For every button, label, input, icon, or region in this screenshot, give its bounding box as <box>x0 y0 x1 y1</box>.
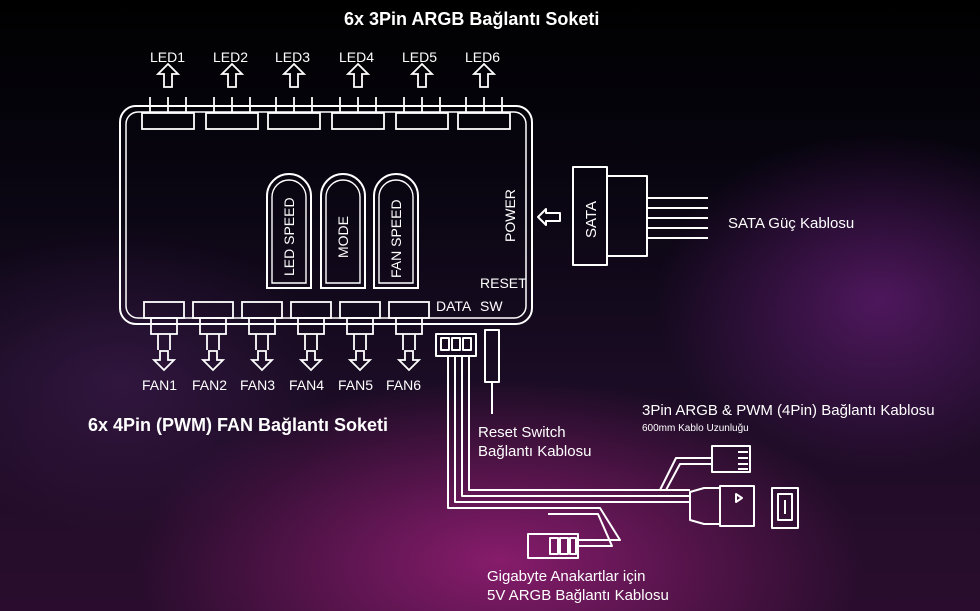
led-speed-button-shape <box>266 173 312 289</box>
led-header-5 <box>395 62 449 130</box>
sata-cable-label: SATA Güç Kablosu <box>728 215 855 232</box>
fan-label-6: FAN6 <box>386 377 422 393</box>
down-arrow-icon <box>151 350 177 372</box>
up-arrow-icon <box>471 62 497 88</box>
up-arrow-icon <box>281 62 307 88</box>
down-arrow-icon <box>396 350 422 372</box>
data-label: DATA <box>436 298 472 314</box>
argb-pwm-cable-title: 3Pin ARGB & PWM (4Pin) Bağlantı Kablosu <box>642 402 935 419</box>
argb-pwm-cable-subtitle: 600mm Kablo Uzunluğu <box>642 423 749 434</box>
argb-pwm-connector <box>711 445 751 473</box>
fan-section-title: 6x 4Pin (PWM) FAN Bağlantı Soketi <box>88 415 389 435</box>
fan-header-6 <box>388 301 430 372</box>
fan-label-1: FAN1 <box>142 377 178 393</box>
led-label-2: LED2 <box>213 49 249 65</box>
page-title: 6x 3Pin ARGB Bağlantı Soketi <box>344 9 600 29</box>
up-arrow-icon <box>219 62 245 88</box>
male-connector <box>719 485 755 527</box>
led-header-3 <box>267 62 321 130</box>
power-label: POWER <box>502 189 518 242</box>
led-header-1 <box>141 62 195 130</box>
fan-label-3: FAN3 <box>240 377 276 393</box>
down-arrow-icon <box>347 350 373 372</box>
hub-body <box>119 105 533 325</box>
power-arrow-icon <box>537 208 561 226</box>
led-label-1: LED1 <box>150 49 186 65</box>
mode-button: MODE <box>335 216 351 258</box>
up-arrow-icon <box>409 62 435 88</box>
led-header-2 <box>205 62 259 130</box>
sata-connector-label: SATA <box>583 201 600 238</box>
fan-label-2: FAN2 <box>192 377 228 393</box>
fan-header-3 <box>241 301 283 372</box>
fan-label-5: FAN5 <box>338 377 374 393</box>
down-arrow-icon <box>298 350 324 372</box>
led-label-3: LED3 <box>275 49 311 65</box>
down-arrow-icon <box>200 350 226 372</box>
fan-header-4 <box>290 301 332 372</box>
fan-header-1 <box>143 301 185 372</box>
led-label-4: LED4 <box>339 49 375 65</box>
sw-label: SW <box>480 298 503 314</box>
mode-button-shape <box>320 173 366 289</box>
fan-speed-button-shape <box>373 173 419 289</box>
led-header-4 <box>331 62 385 130</box>
down-arrow-icon <box>249 350 275 372</box>
led-label-5: LED5 <box>402 49 438 65</box>
fan-header-2 <box>192 301 234 372</box>
reset-label: RESET <box>480 275 527 291</box>
female-socket <box>771 487 799 529</box>
fan-speed-button: FAN SPEED <box>388 199 404 278</box>
gigabyte-connector <box>527 533 579 559</box>
up-arrow-icon <box>345 62 371 88</box>
led-header-6 <box>457 62 511 130</box>
led-speed-button: LED SPEED <box>281 197 297 276</box>
reset-cable-label-line1: Reset Switch <box>478 424 566 441</box>
gigabyte-cable-label-line2: 5V ARGB Bağlantı Kablosu <box>487 587 669 604</box>
reset-sw-connector <box>484 329 500 383</box>
led-label-6: LED6 <box>465 49 501 65</box>
reset-cable-label-line2: Bağlantı Kablosu <box>478 443 592 460</box>
up-arrow-icon <box>155 62 181 88</box>
fan-header-5 <box>339 301 381 372</box>
gigabyte-cable-label-line1: Gigabyte Anakartlar için <box>487 568 646 585</box>
fan-label-4: FAN4 <box>289 377 325 393</box>
